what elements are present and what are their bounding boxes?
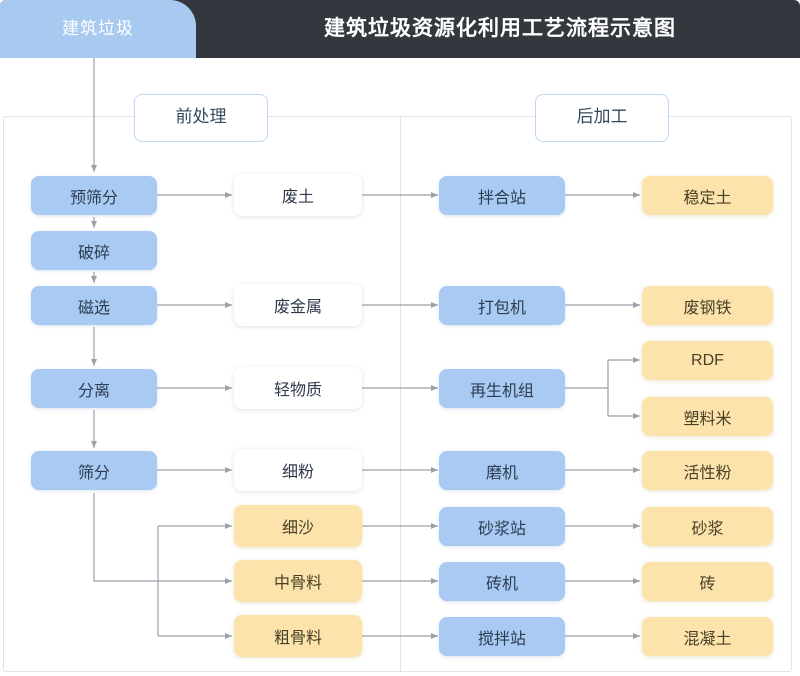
node-brick[interactable]: 砖 — [642, 562, 773, 601]
diagram-panel — [3, 116, 792, 672]
node-light-matter[interactable]: 轻物质 — [234, 367, 362, 409]
node-separate[interactable]: 分离 — [31, 369, 157, 408]
node-active-powder[interactable]: 活性粉 — [642, 451, 773, 490]
node-regen-unit[interactable]: 再生机组 — [439, 369, 565, 408]
node-fine-powder[interactable]: 细粉 — [234, 449, 362, 491]
node-brick-machine[interactable]: 砖机 — [439, 562, 565, 601]
node-waste-soil[interactable]: 废土 — [234, 174, 362, 216]
node-concrete-plant[interactable]: 搅拌站 — [439, 617, 565, 656]
node-presort[interactable]: 预筛分 — [31, 176, 157, 215]
node-rdf[interactable]: RDF — [642, 341, 773, 380]
node-mill[interactable]: 磨机 — [439, 451, 565, 490]
page-title: 建筑垃圾资源化利用工艺流程示意图 — [324, 17, 676, 40]
node-stabilized-soil[interactable]: 稳定土 — [642, 176, 773, 215]
node-fine-sand[interactable]: 细沙 — [234, 505, 362, 547]
node-mid-aggregate[interactable]: 中骨料 — [234, 560, 362, 602]
node-crush[interactable]: 破碎 — [31, 231, 157, 270]
node-mortar-station[interactable]: 砂浆站 — [439, 507, 565, 546]
node-scrap-steel[interactable]: 废钢铁 — [642, 286, 773, 325]
node-magnetic[interactable]: 磁选 — [31, 286, 157, 325]
node-coarse-aggregate[interactable]: 粗骨料 — [234, 615, 362, 657]
node-mixing-station[interactable]: 拌合站 — [439, 176, 565, 215]
header-tab-construction-waste[interactable]: 建筑垃圾 — [0, 0, 196, 58]
section-chip-postprocess: 后加工 — [535, 94, 669, 142]
node-plastic-pellet[interactable]: 塑料米 — [642, 397, 773, 436]
section-chip-pretreatment: 前处理 — [134, 94, 268, 142]
node-concrete[interactable]: 混凝土 — [642, 617, 773, 656]
node-waste-metal[interactable]: 废金属 — [234, 284, 362, 326]
node-screen[interactable]: 筛分 — [31, 451, 157, 490]
column-divider — [400, 116, 401, 672]
node-mortar[interactable]: 砂浆 — [642, 507, 773, 546]
node-baler[interactable]: 打包机 — [439, 286, 565, 325]
